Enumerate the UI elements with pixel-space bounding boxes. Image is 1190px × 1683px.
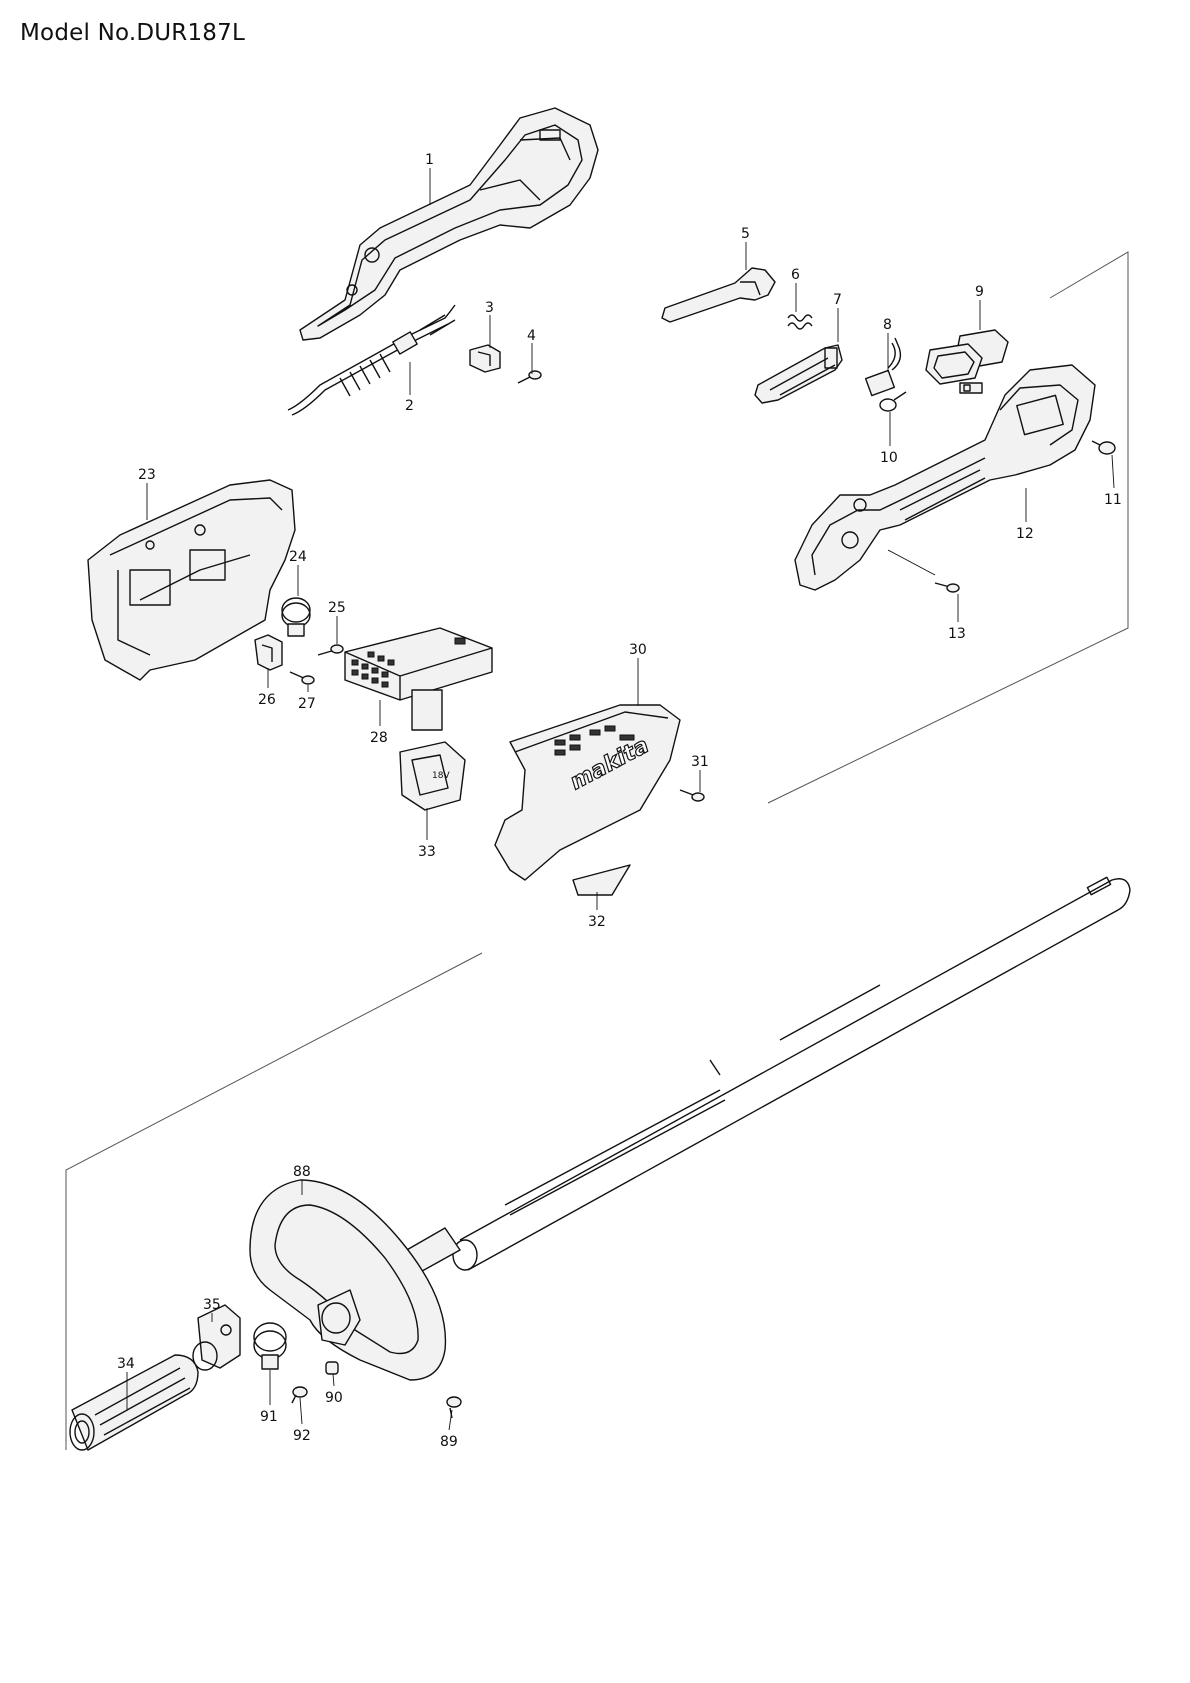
part-12-handle bbox=[794, 364, 1096, 591]
callout-5: 5 bbox=[741, 226, 750, 242]
part-34-grip bbox=[69, 1354, 199, 1451]
callout-32: 32 bbox=[588, 914, 606, 930]
part-4-screw bbox=[517, 370, 542, 384]
callout-11: 11 bbox=[1104, 492, 1122, 508]
part-11-screw bbox=[1091, 440, 1116, 455]
callout-28: 28 bbox=[370, 730, 388, 746]
callout-92: 92 bbox=[293, 1428, 311, 1444]
part-88-loop-handle bbox=[249, 1179, 447, 1381]
part-1-housing-half bbox=[299, 107, 599, 341]
part-23-housing bbox=[87, 479, 296, 681]
part-91-clamp bbox=[253, 1322, 287, 1370]
callout-90: 90 bbox=[325, 1390, 343, 1406]
part-32-label bbox=[572, 864, 631, 896]
part-10-pin bbox=[879, 391, 907, 412]
callout-numbers: 1 2 3 4 5 6 7 8 9 10 11 12 13 23 24 25 2… bbox=[117, 152, 1122, 1450]
callout-3: 3 bbox=[485, 300, 494, 316]
callout-89: 89 bbox=[440, 1434, 458, 1450]
callout-1: 1 bbox=[425, 152, 434, 168]
callout-91: 91 bbox=[260, 1409, 278, 1425]
callout-8: 8 bbox=[883, 317, 892, 333]
part-33-terminal: 18V bbox=[399, 741, 466, 811]
callout-2: 2 bbox=[405, 398, 414, 414]
part-8-switch bbox=[864, 337, 902, 397]
part-2-cable bbox=[287, 304, 456, 416]
leader-lines bbox=[126, 168, 1115, 1431]
model-title: Model No.DUR187L bbox=[20, 20, 245, 46]
part-27-screw bbox=[289, 671, 315, 685]
part-92-screw bbox=[291, 1386, 308, 1404]
part-35-bracket bbox=[192, 1304, 241, 1371]
part-90-pin bbox=[325, 1361, 339, 1375]
callout-30: 30 bbox=[629, 642, 647, 658]
callout-35: 35 bbox=[203, 1297, 221, 1313]
callout-31: 31 bbox=[691, 754, 709, 770]
part-5-lever bbox=[661, 267, 776, 323]
part-24-band bbox=[281, 597, 311, 637]
part-28-controller bbox=[344, 627, 493, 731]
callout-13: 13 bbox=[948, 626, 966, 642]
part-89-screw bbox=[446, 1396, 462, 1419]
callout-9: 9 bbox=[975, 284, 984, 300]
part-26-bracket bbox=[254, 634, 283, 671]
part-30-cover: makita bbox=[494, 704, 681, 881]
part-6-spring bbox=[787, 314, 813, 330]
part-3-clamp bbox=[469, 344, 501, 373]
part-31-screw bbox=[679, 789, 705, 802]
part-13-screw bbox=[934, 582, 960, 593]
part-7-switch-lever bbox=[754, 344, 843, 404]
callout-6: 6 bbox=[791, 267, 800, 283]
frame-lines bbox=[65, 251, 1129, 1450]
callout-25: 25 bbox=[328, 600, 346, 616]
callout-24: 24 bbox=[289, 549, 307, 565]
part-9-switch-panel bbox=[925, 329, 1009, 394]
pole-tube bbox=[395, 876, 1131, 1279]
part-25-screw bbox=[317, 644, 344, 656]
callout-27: 27 bbox=[298, 696, 316, 712]
callout-33: 33 bbox=[418, 844, 436, 860]
callout-12: 12 bbox=[1016, 526, 1034, 542]
callout-4: 4 bbox=[527, 328, 536, 344]
callout-34: 34 bbox=[117, 1356, 135, 1372]
callout-26: 26 bbox=[258, 692, 276, 708]
callout-23: 23 bbox=[138, 467, 156, 483]
callout-88: 88 bbox=[293, 1164, 311, 1180]
callout-10: 10 bbox=[880, 450, 898, 466]
callout-7: 7 bbox=[833, 292, 842, 308]
svg-text:18V: 18V bbox=[432, 771, 450, 781]
